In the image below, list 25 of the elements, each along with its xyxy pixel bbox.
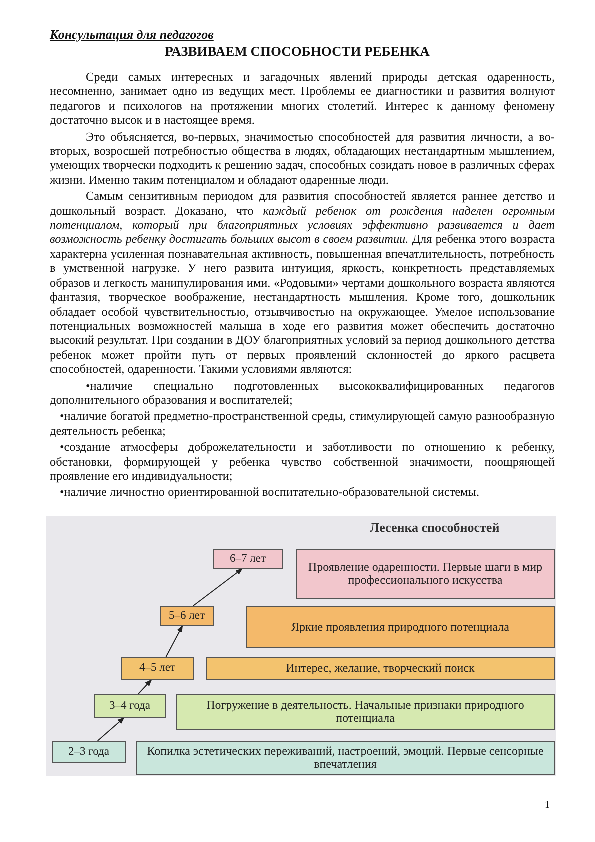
age-box: 3–4 года bbox=[94, 694, 166, 718]
arrow bbox=[97, 718, 125, 742]
stage-box: Яркие проявления природного потенциала bbox=[246, 606, 555, 648]
stage-box: Копилка эстетических переживаний, настроений, эмоций. Первые сенсорные впечатления bbox=[136, 741, 555, 775]
figure-title: Лесенка способностей bbox=[370, 520, 500, 536]
bullet-item: •наличие специально подготовленных высококвалифицированных педагогов дополнительного образования и воспитателей; bbox=[50, 378, 555, 408]
section-heading: Консультация для педагогов bbox=[50, 27, 214, 43]
stage-box: Погружение в деятельность. Начальные признаки природного потенциала bbox=[176, 694, 555, 730]
arrow bbox=[138, 679, 152, 694]
paragraph: Это объясняется, во-первых, значимостью способностей для развития личности, а во-вторых, возросшей потребностью общества в людях, обладающих нестандартным мышлением, умеющих творчески подходить к решению задач, способных созидать новое в различных сферах жизни. Именно таким потенциалом и обладают одаренные люди. bbox=[50, 130, 555, 188]
arrow bbox=[192, 568, 243, 606]
stage-box: Проявление одаренности. Первые шаги в мир профессионального искусства bbox=[296, 549, 555, 599]
page-title: РАЗВИВАЕМ СПОСОБНОСТИ РЕБЕНКА bbox=[164, 44, 431, 60]
age-box: 2–3 года bbox=[52, 741, 126, 763]
page-number: 1 bbox=[545, 800, 550, 811]
age-box: 6–7 лет bbox=[213, 549, 283, 569]
arrow bbox=[166, 625, 184, 658]
paragraph: Самым сензитивным периодом для развития способностей является раннее детство и дошкольный возраст. Доказано, что каждый ребенок от рождения наделен огромным потенциалом, который при благоприятных условиях эффективно развивается и дает возможность ребенку достигать больших высот в своем развитии. Для ребенка этого возраста характерна усиленная познавательная активность, повышенная впечатлительность, потребность в умственной нагрузке. У него развита интуиция, яркость, конкретность представляемых образов и легкость манипулирования ими. «Родовыми» чертами дошкольного возраста являются фантазия, творческое воображение, нестандартность мышления. Кроме того, дошкольник обладает особой чувствительностью, отзывчивостью на окружающее. Умелое использование потенциальных возможностей малыша в ходе его развития может обеспечить достаточно высокий результат. При создании в ДОУ благоприятных условий за период дошкольного детства ребенок может пройти путь от первых проявлений склонностей до яркого расцвета способностей, одаренности. Такими условиями являются: bbox=[50, 189, 555, 377]
stage-box: Интерес, желание, творческий поиск bbox=[206, 657, 555, 680]
bullet-item: •создание атмосферы доброжелательности и заботливости по отношению к ребенку, обстановки, формирующей у ребенка чувство собственной значимости, поощряющей проявление его индивидуальности; bbox=[50, 440, 555, 484]
age-box: 4–5 лет bbox=[121, 657, 194, 680]
age-box: 5–6 лет bbox=[160, 606, 214, 626]
paragraph: Среди самых интересных и загадочных явлений природы детская одаренность, несомненно, занимает одно из ведущих мест. Проблемы ее диагностики и развития волнуют педагогов и психологов на протяжении многих столетий. Интерес к данному феномену достаточно высок и в настоящее время. bbox=[50, 70, 555, 128]
bullet-item: •наличие личностно ориентированной воспитательно-образовательной системы. bbox=[59, 485, 481, 500]
bullet-item: •наличие богатой предметно-пространственной среды, стимулирующей самую разнообразную деятельность ребенка; bbox=[50, 409, 555, 438]
